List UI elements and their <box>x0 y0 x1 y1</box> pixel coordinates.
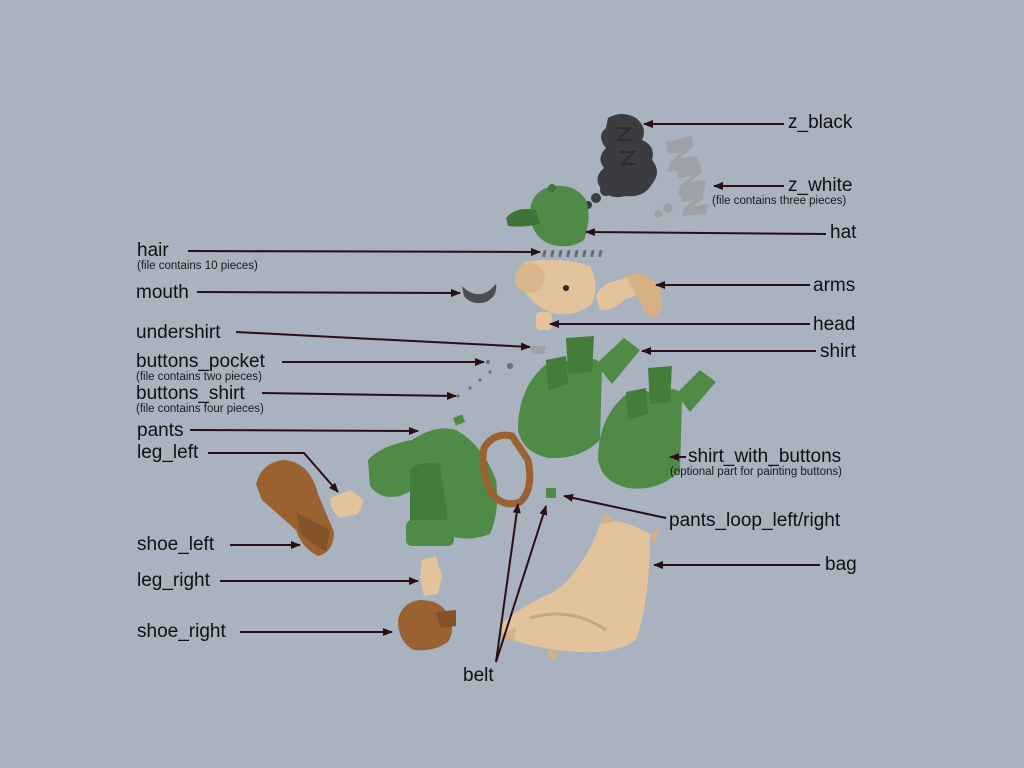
arrow-belt-bag <box>495 505 548 663</box>
note-hair: (file contains 10 pieces) <box>137 260 258 272</box>
undershirt-part <box>530 346 546 354</box>
label-bag: bag <box>825 554 857 575</box>
note-buttons-shirt: (file contains four pieces) <box>136 403 264 415</box>
arrow-buttons-shirt <box>261 391 457 400</box>
z-black-part <box>584 114 657 209</box>
callout-arrows <box>187 120 827 663</box>
label-pants-loop: pants_loop_left/right <box>669 510 841 531</box>
belt-part <box>479 431 534 508</box>
label-shoe-right: shoe_right <box>137 621 226 642</box>
arms-part <box>596 273 662 318</box>
label-arms: arms <box>813 275 856 296</box>
label-z-black: z_black <box>788 112 853 133</box>
shoe-right-part <box>398 600 456 651</box>
label-head: head <box>813 314 856 335</box>
label-buttons-pocket: buttons_pocket <box>136 351 265 372</box>
head-part <box>515 259 596 330</box>
pants-loop-part <box>546 488 556 498</box>
label-leg-right: leg_right <box>137 570 210 591</box>
shoe-left-part <box>256 460 334 556</box>
leg-right-part <box>420 556 442 596</box>
arrow-pants-loop <box>563 493 667 519</box>
label-mouth: mouth <box>136 282 189 303</box>
label-undershirt: undershirt <box>136 322 221 343</box>
shirt-part <box>518 336 640 459</box>
arrow-undershirt <box>235 331 531 351</box>
label-hair: hair <box>137 240 169 261</box>
label-z-white: z_white <box>788 175 853 196</box>
label-belt: belt <box>463 665 494 686</box>
arrow-hair <box>187 247 541 256</box>
note-z-white: (file contains three pieces) <box>712 195 847 207</box>
arrow-leg-left <box>208 452 339 493</box>
arrow-belt <box>495 503 521 663</box>
leg-left-part <box>330 490 364 518</box>
label-hat: hat <box>830 222 857 243</box>
label-shoe-left: shoe_left <box>137 534 215 555</box>
hair-part <box>541 249 603 258</box>
bag-part <box>500 512 660 662</box>
shirt-with-buttons-part <box>598 366 716 489</box>
label-buttons-shirt: buttons_shirt <box>136 383 245 404</box>
arrow-pants <box>189 426 419 435</box>
label-shirt-with-buttons: shirt_with_buttons <box>688 446 842 467</box>
label-leg-left: leg_left <box>137 442 199 463</box>
note-shirt-with-buttons: (optional part for painting buttons) <box>670 466 842 478</box>
mouth-part <box>462 284 497 304</box>
arrow-mouth <box>196 288 461 297</box>
pants-fragment-part <box>452 414 466 426</box>
hat-part <box>506 184 589 247</box>
buttons-pocket-part <box>486 360 513 369</box>
label-pants: pants <box>137 420 184 441</box>
z-white-part <box>654 136 708 218</box>
buttons-shirt-part <box>456 370 492 398</box>
note-buttons-pocket: (file contains two pieces) <box>136 371 262 383</box>
pants-part <box>368 428 498 546</box>
label-shirt: shirt <box>820 341 856 362</box>
arrow-hat <box>585 228 827 237</box>
